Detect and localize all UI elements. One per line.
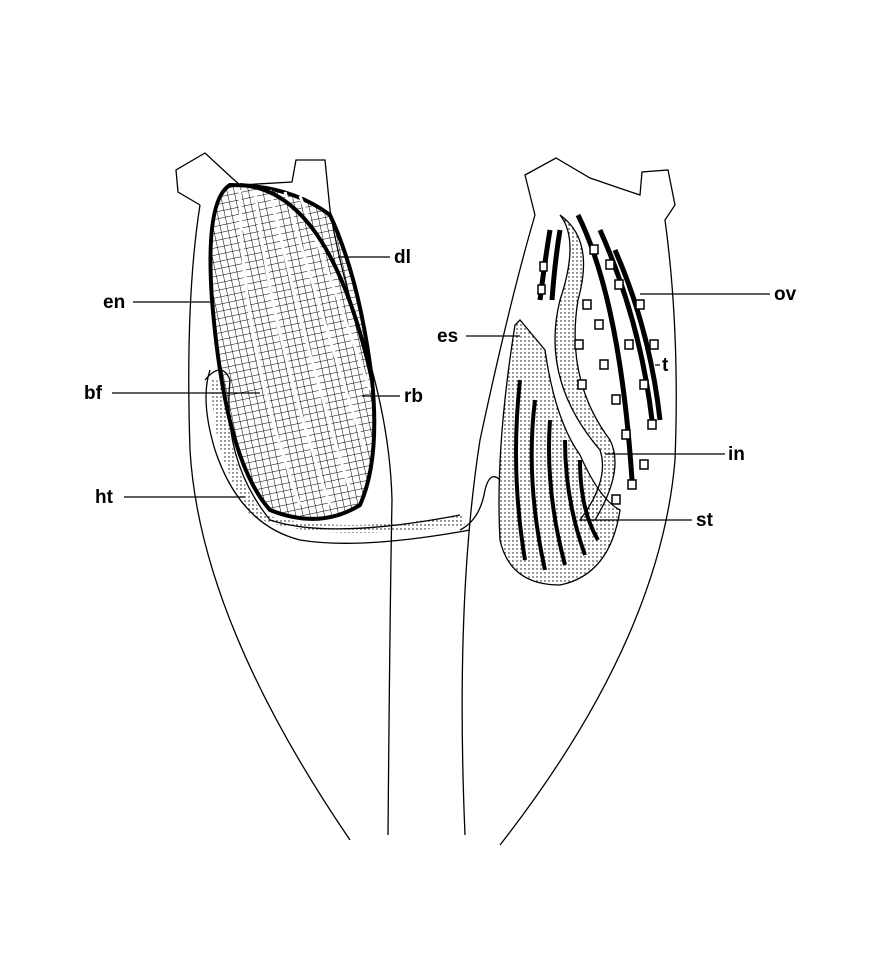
left-body-outline-left: [188, 204, 351, 841]
right-body-outline: [499, 157, 677, 846]
dorsal-lamina: [239, 183, 374, 381]
label-in: in: [728, 444, 745, 465]
leader-lines: [112, 256, 770, 521]
label-ht: ht: [95, 487, 114, 508]
label-es: es: [437, 326, 458, 347]
testis-follicles: [537, 244, 659, 505]
left-specimen: [175, 152, 471, 841]
right-body-outline-left: [461, 214, 536, 836]
stomach-stripes: [514, 379, 600, 571]
label-dl: dl: [394, 247, 411, 268]
label-bf: bf: [84, 383, 103, 404]
label-st: st: [696, 510, 714, 531]
label-t: t: [662, 355, 669, 376]
right-specimen: [459, 157, 677, 846]
label-ov: ov: [774, 284, 797, 305]
basket-ribs: [238, 189, 372, 506]
heart-right: [459, 476, 501, 531]
left-body-outline: [175, 152, 393, 836]
label-en: en: [103, 292, 125, 313]
label-rb: rb: [404, 386, 423, 407]
